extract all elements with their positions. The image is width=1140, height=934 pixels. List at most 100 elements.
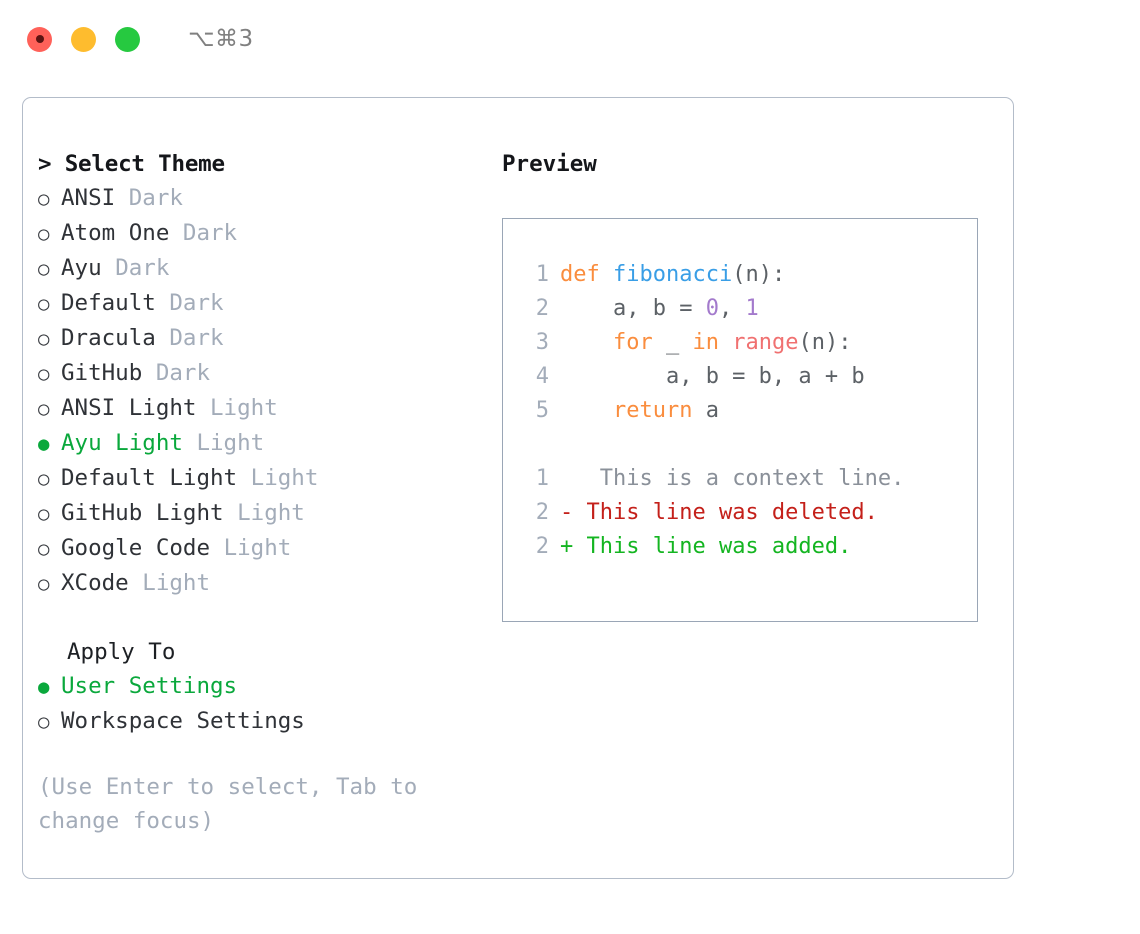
code-line: 3 for _ in range(n): — [519, 326, 977, 360]
list-spacer — [38, 601, 488, 635]
code-token: a, b = — [560, 296, 706, 321]
line-number: 3 — [535, 330, 549, 355]
apply-to-item-selected[interactable]: User Settings — [38, 669, 488, 704]
theme-name: ANSI Light — [61, 395, 197, 421]
record-indicator-icon — [35, 35, 44, 43]
theme-list-item[interactable]: GitHub Dark — [38, 356, 488, 391]
theme-name: Default Light — [61, 465, 238, 491]
line-number: 1 — [535, 262, 549, 287]
radio-unselected-icon — [38, 704, 61, 739]
theme-variant-label: Light — [210, 395, 278, 421]
line-number: 5 — [535, 398, 549, 423]
diff-sign: + — [560, 534, 574, 559]
close-window-button[interactable] — [27, 26, 52, 52]
theme-list-item[interactable]: Dracula Dark — [38, 321, 488, 356]
theme-list-item[interactable]: Default Light Light — [38, 461, 488, 496]
theme-list-item-selected[interactable]: Ayu Light Light — [38, 426, 488, 461]
radio-unselected-icon — [38, 251, 61, 286]
keyboard-shortcut-label: ⌥⌘3 — [188, 26, 254, 52]
theme-list-item[interactable]: XCode Light — [38, 566, 488, 601]
diff-text: This is a context line. — [573, 466, 905, 491]
diff-line-added: 2 + This line was added. — [519, 530, 977, 564]
apply-to-list: User Settings Workspace Settings — [38, 669, 488, 739]
code-token — [560, 398, 613, 423]
radio-selected-icon — [38, 426, 61, 461]
radio-unselected-icon — [38, 461, 61, 496]
code-line: 5 return a — [519, 394, 977, 428]
code-token: def — [560, 262, 613, 287]
apply-to-item[interactable]: Workspace Settings — [38, 704, 488, 739]
theme-variant-label: Light — [142, 570, 211, 596]
theme-name: Ayu Light — [61, 430, 183, 456]
theme-list-item[interactable]: GitHub Light Light — [38, 496, 488, 531]
code-token: a — [692, 398, 719, 423]
theme-name: GitHub Light — [61, 500, 224, 526]
theme-list-item[interactable]: Atom One Dark — [38, 216, 488, 251]
theme-variant-label: Light — [196, 430, 265, 456]
theme-name: Google Code — [61, 535, 211, 561]
keyboard-hint-text: (Use Enter to select, Tab to change focu… — [38, 774, 431, 834]
theme-variant-label: Light — [237, 500, 305, 526]
heading-prompt-prefix: > — [38, 151, 65, 177]
main-card: > Select Theme ANSI Dark Atom One Dark A… — [22, 97, 1014, 879]
radio-unselected-icon — [38, 391, 61, 426]
code-token: (n): — [798, 330, 852, 355]
line-number: 2 — [535, 534, 549, 559]
apply-to-label: Workspace Settings — [61, 708, 305, 734]
theme-name: Dracula — [61, 325, 156, 351]
diff-sign — [560, 466, 573, 491]
theme-list-item[interactable]: ANSI Dark — [38, 181, 488, 216]
line-number: 2 — [535, 296, 549, 321]
code-token: , — [718, 296, 746, 321]
diff-line-deleted: 2- This line was deleted. — [519, 496, 977, 530]
theme-picker-heading: > Select Theme — [38, 147, 488, 181]
heading-label: Select Theme — [64, 151, 225, 177]
preview-box: 1 def fibonacci (n): 2 a, b = 0, 1 3 for _… — [502, 218, 978, 622]
maximize-window-button[interactable] — [115, 26, 140, 52]
radio-unselected-icon — [38, 356, 61, 391]
radio-unselected-icon — [38, 566, 61, 601]
radio-unselected-icon — [38, 286, 61, 321]
code-token: return — [612, 398, 693, 423]
code-token: 0 — [705, 296, 719, 321]
code-token: _ — [652, 330, 693, 355]
theme-list-item[interactable]: ANSI Light Light — [38, 391, 488, 426]
code-token: fibonacci — [612, 262, 733, 287]
preview-spacer — [519, 428, 977, 462]
diff-sample: 1 This is a context line. 2- This line w… — [519, 462, 977, 564]
theme-list-item[interactable]: Default Dark — [38, 286, 488, 321]
theme-picker-panel: > Select Theme ANSI Dark Atom One Dark A… — [38, 147, 488, 838]
radio-selected-icon — [38, 669, 61, 704]
theme-variant-label: Light — [223, 535, 292, 561]
theme-name: Atom One — [61, 220, 170, 246]
theme-list-item[interactable]: Google Code Light — [38, 531, 488, 566]
theme-name: XCode — [61, 570, 129, 596]
radio-unselected-icon — [38, 181, 61, 216]
diff-text: This line was deleted. — [573, 500, 878, 525]
theme-list-item[interactable]: Ayu Dark — [38, 251, 488, 286]
line-number: 4 — [535, 364, 549, 389]
diff-text: This line was added. — [573, 534, 852, 559]
apply-to-label: User Settings — [61, 673, 238, 699]
code-token: a, b = b, a + b — [560, 364, 865, 389]
theme-name: GitHub — [61, 360, 143, 386]
diff-sign: - — [560, 500, 574, 525]
diff-line-context: 1 This is a context line. — [519, 462, 977, 496]
theme-variant-label: Dark — [155, 360, 211, 386]
line-number: 2 — [535, 500, 549, 525]
theme-name: Ayu — [61, 255, 102, 281]
theme-variant-label: Dark — [115, 255, 170, 281]
theme-name: Default — [61, 290, 156, 316]
apply-to-heading: Apply To — [67, 639, 176, 665]
radio-unselected-icon — [38, 321, 61, 356]
code-sample: 1 def fibonacci (n): 2 a, b = 0, 1 3 for _… — [519, 258, 977, 428]
code-token: for — [612, 330, 653, 355]
radio-unselected-icon — [38, 216, 61, 251]
code-token: 1 — [745, 296, 759, 321]
line-number: 1 — [535, 466, 549, 491]
theme-name: ANSI — [61, 185, 116, 211]
minimize-window-button[interactable] — [71, 26, 96, 52]
code-line: 2 a, b = 0, 1 — [519, 292, 977, 326]
window-titlebar: ⌥⌘3 — [0, 0, 1140, 78]
